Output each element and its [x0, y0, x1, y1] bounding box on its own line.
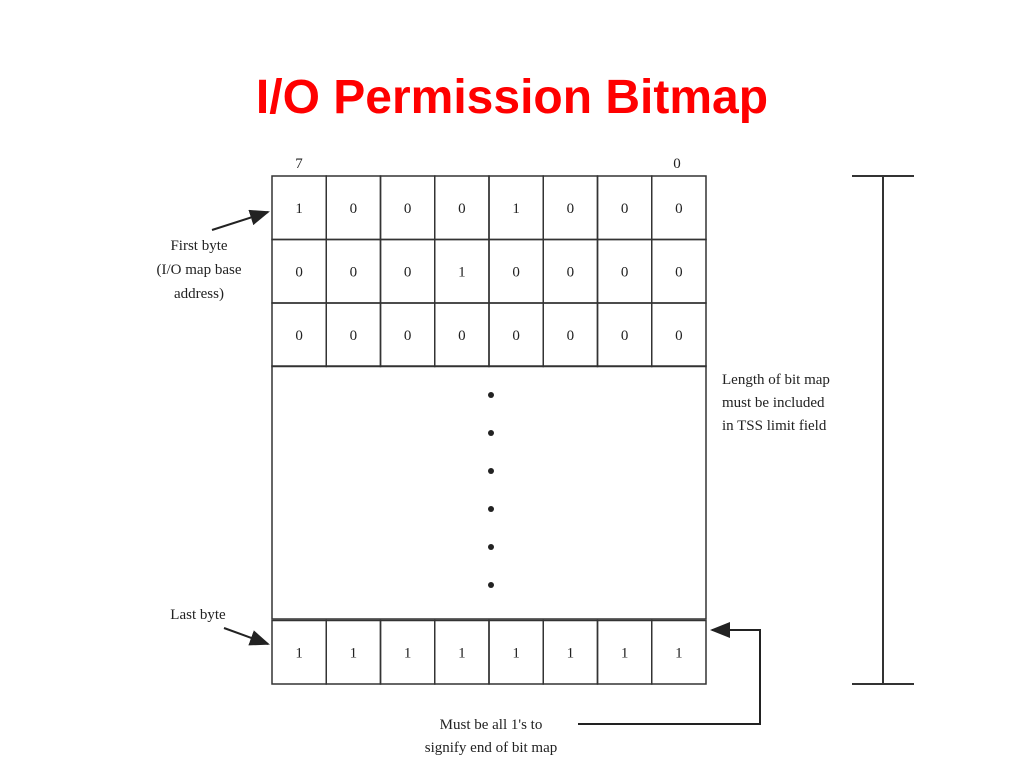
ellipsis-dot-0 [488, 392, 494, 398]
last-byte-bit-4: 1 [512, 645, 520, 661]
byte-row-1-bit-3: 1 [458, 264, 466, 280]
bitmap-rows: 1 0 0 0 1 0 0 0 0 0 0 1 0 0 0 0 0 0 0 0 0 0 0 0 [271, 175, 707, 368]
last-byte-row: 1 1 1 1 1 1 1 1 [271, 619, 707, 685]
ellipsis-dot-3 [488, 506, 494, 512]
byte-row-0-bit-4: 1 [512, 201, 520, 217]
byte-row-0-bit-1: 0 [350, 201, 358, 217]
length-bracket [852, 175, 914, 685]
end-note-label: Must be all 1's to signify end of bit ma… [425, 717, 557, 756]
last-byte-label: Last byte [170, 607, 226, 623]
byte-row-2-bit-1: 0 [350, 328, 358, 344]
length-line-1: Length of bit map [722, 372, 830, 388]
first-byte-arrow [211, 209, 270, 231]
byte-row-2-bit-2: 0 [404, 328, 412, 344]
byte-row-0-bit-3: 0 [458, 201, 466, 217]
byte-row-1-bit-2: 0 [404, 264, 412, 280]
slide-title: I/O Permission Bitmap [255, 71, 769, 124]
first-byte-label: First byte (I/O map base address) [157, 238, 242, 302]
byte-row-1-bit-5: 0 [567, 264, 575, 280]
first-byte-line-2: (I/O map base [157, 262, 242, 278]
byte-row-1-bit-6: 0 [621, 264, 629, 280]
last-byte-bit-3: 1 [458, 645, 466, 661]
last-byte-bit-2: 1 [404, 645, 412, 661]
byte-row-0-bit-7: 0 [675, 201, 683, 217]
ellipsis-dot-1 [488, 430, 494, 436]
last-byte-bit-0: 1 [295, 645, 303, 661]
end-note-line-1: Must be all 1's to [440, 717, 543, 733]
ellipsis-block [271, 365, 707, 620]
last-byte-bit-1: 1 [350, 645, 358, 661]
byte-row-2-bit-7: 0 [675, 328, 683, 344]
bit-label-low: 0 [673, 156, 681, 172]
end-note-arrow [578, 622, 761, 725]
byte-row-0-bit-5: 0 [567, 201, 575, 217]
last-byte-cell-7 [651, 619, 707, 685]
first-byte-line-3: address) [174, 286, 224, 302]
byte-row-1-bit-0: 0 [295, 264, 303, 280]
length-line-3: in TSS limit field [722, 418, 827, 434]
byte-row-2-bit-3: 0 [458, 328, 466, 344]
byte-row-2-bit-4: 0 [512, 328, 520, 344]
bit-label-high: 7 [295, 156, 303, 172]
byte-row-0-bit-0: 1 [295, 201, 303, 217]
length-line-2: must be included [722, 395, 825, 411]
ellipsis-dot-2 [488, 468, 494, 474]
byte-row-1-bit-7: 0 [675, 264, 683, 280]
byte-row-2-bit-6: 0 [621, 328, 629, 344]
ellipsis-dot-5 [488, 582, 494, 588]
byte-row-1-bit-1: 0 [350, 264, 358, 280]
end-note-line-2: signify end of bit map [425, 740, 557, 756]
byte-row-0-bit-2: 0 [404, 201, 412, 217]
last-byte-arrow [223, 627, 270, 646]
ellipsis-dot-4 [488, 544, 494, 550]
byte-row-2-bit-0: 0 [295, 328, 303, 344]
ellipsis-dots [488, 392, 494, 588]
byte-row-0-bit-6: 0 [621, 201, 629, 217]
first-byte-line-1: First byte [170, 238, 227, 254]
last-byte-bit-7: 1 [675, 645, 683, 661]
length-label: Length of bit map must be included in TS… [722, 372, 830, 434]
byte-row-1-bit-4: 0 [512, 264, 520, 280]
last-byte-bit-5: 1 [567, 645, 575, 661]
last-byte-bit-6: 1 [621, 645, 629, 661]
byte-row-2-bit-5: 0 [567, 328, 575, 344]
